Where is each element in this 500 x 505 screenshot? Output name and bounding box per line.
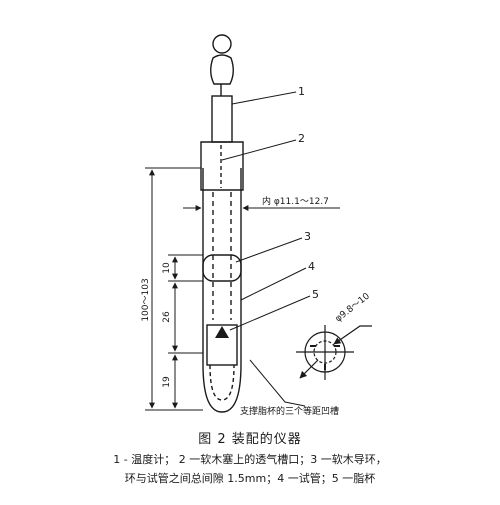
groove-annotation: 支撑脂杯的三个等距凹槽 (240, 405, 339, 417)
dimension-cup-height: 19 (162, 376, 172, 388)
figure-title: 图 2 装配的仪器 (198, 432, 302, 447)
dimension-inner-diameter: 内 φ11.1～12.7 (262, 195, 329, 207)
callout-1: 1 (298, 85, 305, 98)
figure-legend-line-1: 1 - 温度计； 2 一软木塞上的透气槽口；3 一软木导环， (113, 453, 387, 466)
thermometer-top-ring (210, 34, 234, 85)
callout-5: 5 (312, 288, 319, 301)
callout-3-leader (235, 237, 303, 263)
dimension-ring-to-cup: 26 (162, 311, 172, 323)
callout-2: 2 (298, 132, 305, 145)
cork (200, 141, 244, 191)
callout-4-leader (240, 267, 307, 301)
dimension-guide-ring: 10 (162, 262, 172, 274)
test-tube (202, 168, 242, 413)
dimension-total-height: 100～103 (141, 278, 151, 321)
cross-section-diameter-leader (333, 325, 372, 345)
callout-2-leader (221, 139, 297, 161)
guide-ring (202, 254, 242, 282)
thermometer (211, 84, 233, 143)
callout-4: 4 (308, 260, 315, 273)
callout-1-leader (231, 91, 297, 105)
cup-cross-section (296, 325, 372, 380)
callout-5-leader (229, 295, 311, 331)
dimension-cup-diameter: φ9.8～10 (334, 291, 372, 324)
callout-3: 3 (304, 230, 311, 243)
grease-cup (206, 324, 238, 401)
figure-legend-line-2: 环与试管之间总间隙 1.5mm；4 一试管；5 一脂杯 (124, 472, 376, 485)
